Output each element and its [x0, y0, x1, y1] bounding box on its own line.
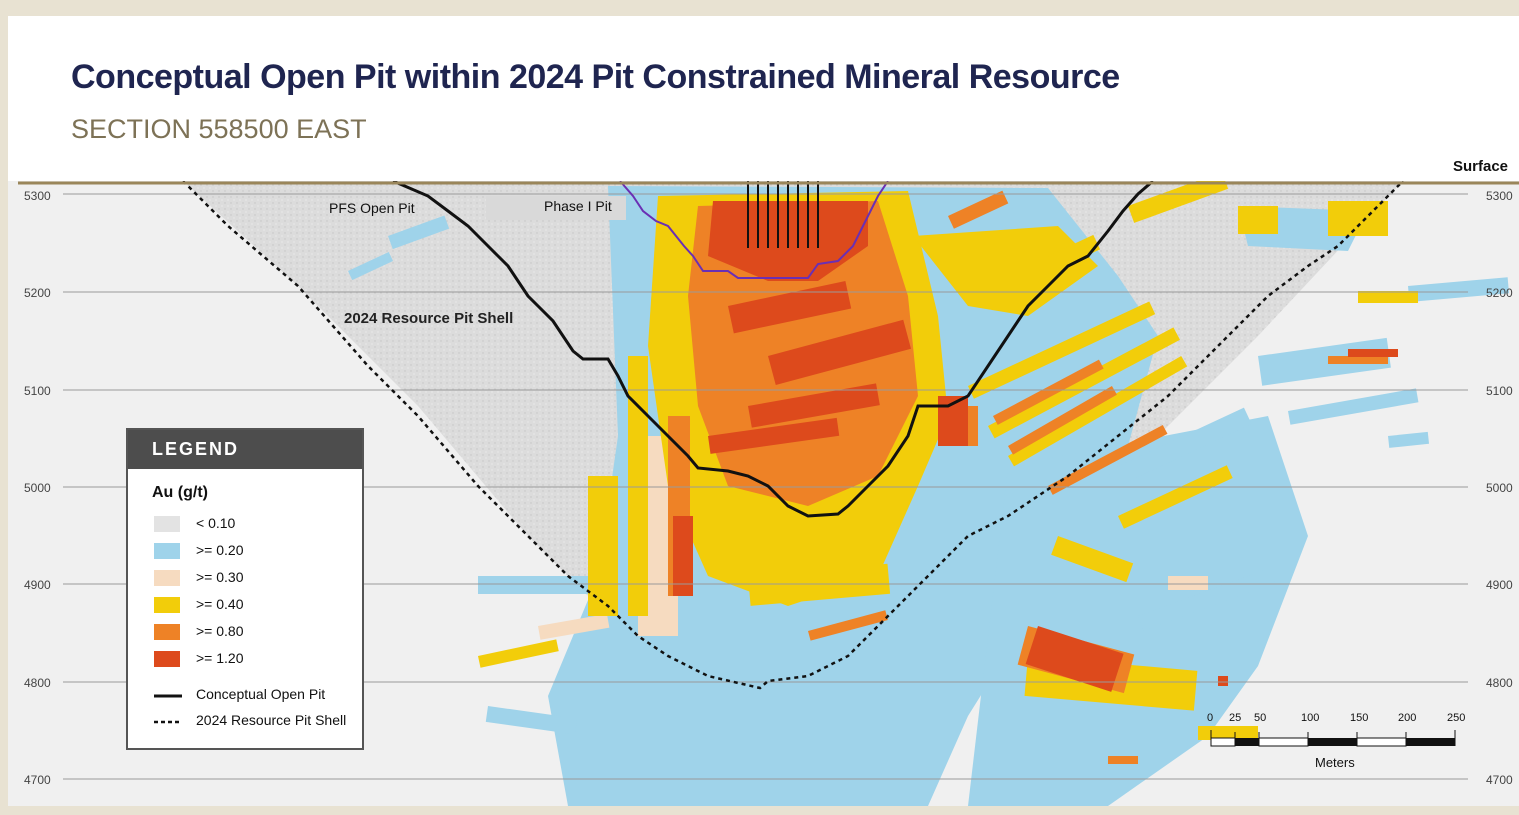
section-body — [8, 181, 1519, 806]
legend-item-label: >= 0.40 — [196, 596, 244, 612]
elevation-label: 5200 — [24, 286, 51, 300]
resource-pit-shell-line — [182, 181, 1404, 690]
scale-tick-label: 100 — [1301, 712, 1319, 724]
scale-tick-label: 200 — [1398, 712, 1416, 724]
solid-line-icon — [154, 694, 182, 698]
figure-frame: Conceptual Open Pit within 2024 Pit Cons… — [8, 16, 1519, 806]
elevation-label: 4900 — [1486, 578, 1513, 592]
drill-holes — [747, 181, 819, 248]
legend-item-label: >= 0.20 — [196, 542, 244, 558]
figure-title: Conceptual Open Pit within 2024 Pit Cons… — [71, 58, 1120, 96]
elevation-label: 5100 — [24, 384, 51, 398]
scale-unit: Meters — [1315, 755, 1355, 770]
legend-line-label: Conceptual Open Pit — [196, 686, 326, 702]
elevation-label: 4700 — [1486, 773, 1513, 787]
elevation-label: 5000 — [1486, 481, 1513, 495]
legend-line-label: 2024 Resource Pit Shell — [196, 712, 347, 728]
elevation-label: 4800 — [1486, 676, 1513, 690]
scale-tick-label: 50 — [1254, 712, 1266, 724]
elevation-label: 5300 — [24, 189, 51, 203]
scale-tick-label: 250 — [1447, 712, 1465, 724]
elevation-label: 5300 — [1486, 189, 1513, 203]
cross-section: Surface 5300 5200 5100 5000 4900 4800 47… — [8, 158, 1519, 806]
legend-item-label: >= 0.30 — [196, 569, 244, 585]
legend-heading: LEGEND — [128, 430, 362, 469]
scale-tick-label: 0 — [1207, 712, 1213, 724]
scale-bar: 0 25 50 100 150 200 250 Meters — [1207, 712, 1465, 770]
legend-swatch — [154, 597, 180, 613]
elevation-label: 5000 — [24, 481, 51, 495]
legend-swatch — [154, 543, 180, 559]
legend-item-label: < 0.10 — [196, 515, 236, 531]
legend-item-label: >= 1.20 — [196, 650, 244, 666]
phase1-pit-outline — [619, 181, 889, 279]
legend-item-label: >= 0.80 — [196, 623, 244, 639]
legend-line-item: 2024 Resource Pit Shell — [154, 712, 364, 732]
scale-tick-label: 150 — [1350, 712, 1368, 724]
surface-label: Surface — [1453, 158, 1508, 175]
legend-swatch — [154, 651, 180, 667]
elevation-label: 4900 — [24, 578, 51, 592]
elevation-labels-left: 5300 5200 5100 5000 4900 4800 4700 — [24, 189, 51, 787]
phase1-pit-label: Phase I Pit — [544, 198, 612, 214]
legend-swatch — [154, 570, 180, 586]
phase1-label-box — [486, 196, 626, 220]
legend-line-item: Conceptual Open Pit — [154, 686, 364, 706]
elevation-label: 5100 — [1486, 384, 1513, 398]
elevation-label: 4700 — [24, 773, 51, 787]
dashed-line-icon — [154, 720, 182, 724]
conceptual-open-pit-line — [392, 181, 1154, 518]
pfs-open-pit-label: PFS Open Pit — [329, 200, 415, 216]
legend: LEGEND Au (g/t) < 0.10 >= 0.20 >= 0.30 >… — [126, 428, 364, 750]
figure-subtitle: SECTION 558500 EAST — [71, 114, 367, 144]
legend-swatch — [154, 516, 180, 532]
elevation-label: 4800 — [24, 676, 51, 690]
legend-unit: Au (g/t) — [152, 484, 208, 501]
elevation-label: 5200 — [1486, 286, 1513, 300]
scale-tick-label: 25 — [1229, 712, 1241, 724]
legend-swatch — [154, 624, 180, 640]
resource-shell-label: 2024 Resource Pit Shell — [344, 310, 513, 327]
elevation-labels-right: 5300 5200 5100 5000 4900 4800 4700 — [1486, 189, 1513, 787]
